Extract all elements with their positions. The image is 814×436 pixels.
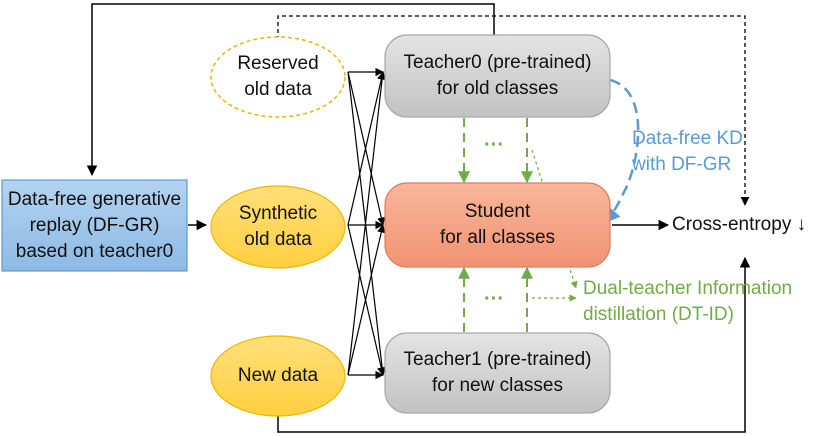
synthetic-old-data-label: Synthetic old data: [211, 186, 345, 268]
teacher0-distillation-arrows: [458, 118, 533, 184]
reserved-line2: old data: [244, 79, 312, 100]
dfgr-line2: replay (DF-GR): [29, 214, 160, 236]
kd-line2: with DF-GR: [632, 154, 732, 175]
new-data-label: New data: [211, 336, 345, 416]
dfgr-label: Data-free generative replay (DF-GR) base…: [2, 180, 187, 271]
data-to-models-arrows: [347, 67, 387, 380]
student-line2: for all classes: [439, 227, 556, 248]
dt-id-label: Dual-teacher Information distillation (D…: [583, 276, 792, 328]
kd-line1: Data-free KD: [632, 128, 743, 149]
data-free-kd-label: Data-free KD with DF-GR: [632, 126, 743, 178]
student-label: Student for all classes: [385, 183, 610, 267]
synthetic-old-data-ellipse: [210, 185, 346, 269]
teacher0-label: Teacher0 (pre-trained) for old classes: [385, 35, 610, 117]
dfgr-line3: based on teacher0: [15, 240, 174, 262]
teacher0-line2: for old classes: [436, 78, 559, 99]
dt-id-line2: distillation (DT-ID): [583, 304, 734, 325]
dt-id-line1: Dual-teacher Information: [583, 278, 793, 299]
student-box: [384, 182, 611, 268]
reserved-line1: Reserved: [237, 53, 319, 74]
cross-entropy-label: Cross-entropy ↓: [672, 212, 806, 238]
new-data-to-cross-entropy-line: [277, 256, 751, 433]
ellipsis-bottom: ···: [484, 286, 504, 312]
ellipsis-bottom-text: ···: [484, 288, 504, 310]
synthetic-line2: old data: [244, 229, 312, 250]
feedback-line-top: [86, 3, 495, 177]
ellipsis-top: ···: [484, 132, 504, 158]
teacher1-line2: for new classes: [432, 375, 563, 396]
new-data-ellipse: [210, 335, 346, 417]
synthetic-line1: Synthetic: [238, 203, 318, 224]
teacher0-box: [384, 34, 611, 118]
new-data-line1: New data: [237, 365, 319, 386]
reserved-old-data-label: Reserved old data: [211, 37, 345, 117]
teacher1-line1: Teacher1 (pre-trained): [403, 349, 592, 370]
ellipsis-top-text: ···: [484, 134, 504, 156]
dfgr-line1: Data-free generative: [7, 188, 182, 210]
student-line1: Student: [464, 201, 531, 222]
teacher0-line1: Teacher0 (pre-trained): [403, 52, 592, 73]
teacher1-distillation-arrows: [458, 266, 533, 332]
cross-entropy-text: Cross-entropy ↓: [672, 214, 807, 235]
teacher1-box: [384, 332, 611, 414]
reserved-old-data-ellipse: [210, 36, 346, 118]
dfgr-box: [1, 179, 188, 272]
data-free-kd-arrow: [605, 78, 640, 224]
teacher1-label: Teacher1 (pre-trained) for new classes: [385, 333, 610, 413]
